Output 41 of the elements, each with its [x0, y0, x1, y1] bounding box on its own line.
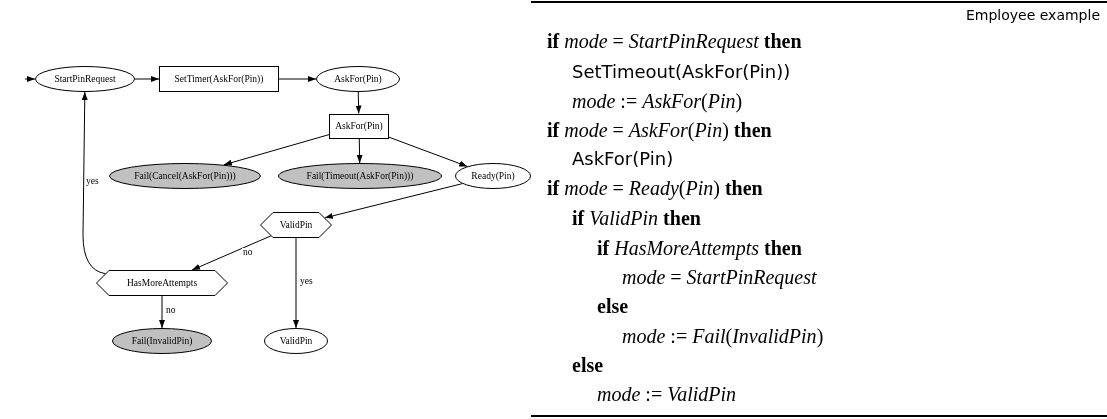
arrow [81, 91, 106, 275]
code-line: if ValidPin then [572, 207, 701, 230]
state-ellipse: AskFor(Pin) [316, 66, 400, 92]
arrow [24, 76, 36, 82]
action-box: AskFor(Pin) [329, 113, 389, 139]
code-line: mode := Fail(InvalidPin) [622, 325, 824, 348]
code-line: else [597, 295, 629, 318]
caption-text: Employee example [965, 7, 1100, 23]
edge-label: no [242, 248, 254, 258]
state-ellipse: ValidPin [264, 328, 328, 354]
code-line: if mode = Ready(Pin) then [547, 177, 763, 200]
code-line: else [572, 354, 604, 377]
code-line: if mode = StartPinRequest then [547, 30, 802, 53]
arrow [159, 295, 165, 329]
edge-label: yes [299, 277, 314, 287]
arrow [356, 138, 363, 164]
arrow [324, 183, 463, 219]
edge-label: no [165, 306, 177, 316]
code-line: SetTimeout(AskFor(Pin)) [572, 61, 791, 82]
code-line: mode := ValidPin [597, 383, 737, 406]
code-line: mode = StartPinRequest [622, 266, 817, 289]
code-line: if HasMoreAttempts then [597, 237, 802, 260]
state-ellipse: StartPinRequest [35, 66, 135, 92]
arrow [355, 91, 362, 114]
edge-label: yes [85, 177, 100, 187]
action-box: SetTimer(AskFor(Pin)) [159, 66, 279, 92]
fail-state-ellipse: Fail(Timeout(AskFor(Pin))) [278, 163, 442, 189]
fail-state-ellipse: Fail(Cancel(AskFor(Pin))) [109, 163, 261, 189]
arrow [134, 76, 160, 82]
code-line: AskFor(Pin) [572, 148, 674, 169]
code-line: mode := AskFor(Pin) [572, 90, 743, 113]
code-line: if mode = AskFor(Pin) then [547, 119, 772, 142]
decision-hexagon: ValidPin [260, 212, 332, 238]
arrow [223, 134, 330, 166]
state-ellipse: Ready(Pin) [455, 163, 531, 189]
arrow [293, 237, 299, 329]
fail-state-ellipse: Fail(InvalidPin) [112, 328, 212, 354]
arrow [388, 136, 468, 167]
arrow [191, 235, 272, 271]
decision-hexagon: HasMoreAttempts [96, 270, 228, 296]
arrow [278, 76, 317, 82]
